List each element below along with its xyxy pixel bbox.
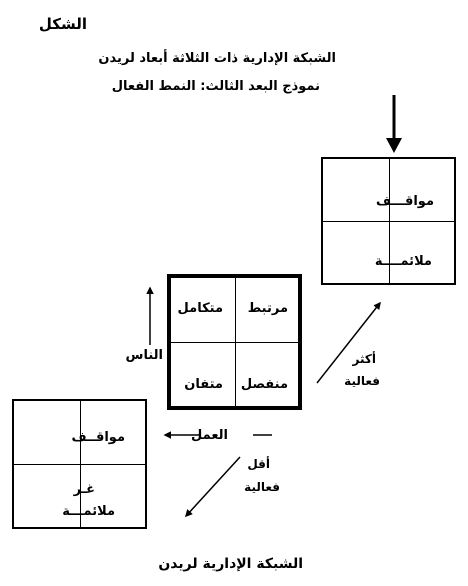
box-label-attitudes: مواقــف: [71, 430, 125, 445]
diagram-title: الشبكة الإدارية ذات الثلاثة أبعاد لريدن: [98, 51, 336, 66]
down-arrow-icon: [386, 95, 402, 153]
diagram-caption: الشبكة الإدارية لريدن: [158, 556, 303, 572]
more-effective-arrow-icon: [316, 301, 381, 384]
grid-divider-horizontal: [323, 221, 454, 222]
bottom-left-grid-box: مواقــف غـر ملائمـــة: [12, 399, 147, 529]
label-effectiveness: فعالية: [244, 480, 280, 494]
cell-related: مرتبط: [247, 301, 288, 316]
grid-divider-horizontal: [171, 342, 298, 343]
top-right-grid-box: مواقـــف ملائمــــة: [321, 157, 456, 285]
grid-divider-horizontal: [14, 464, 145, 465]
box-label-appropriate: ملائمــــة: [374, 254, 432, 269]
cell-integrated: متكامل: [177, 301, 223, 316]
center-grid-box: متكامل مرتبط متفان منفصل: [167, 274, 302, 410]
cell-dedicated: متفان: [184, 377, 223, 392]
cell-separated: منفصل: [240, 377, 288, 392]
label-more: أكثر: [352, 352, 376, 366]
box-label-appropriate: ملائمـــة: [62, 504, 115, 519]
axis-label-people: الناس: [125, 348, 163, 363]
box-label-not: غـر: [73, 482, 95, 497]
label-less: أقل: [247, 457, 270, 471]
axis-label-work: العمل: [191, 428, 228, 443]
figure-heading: الشكل: [38, 15, 87, 33]
box-label-attitudes: مواقـــف: [376, 194, 434, 209]
label-effectiveness: فعالية: [344, 374, 380, 388]
less-effective-arrow-icon: [184, 456, 241, 518]
diagram-subtitle: نموذج البعد الثالث: النمط الفعال: [111, 79, 320, 94]
